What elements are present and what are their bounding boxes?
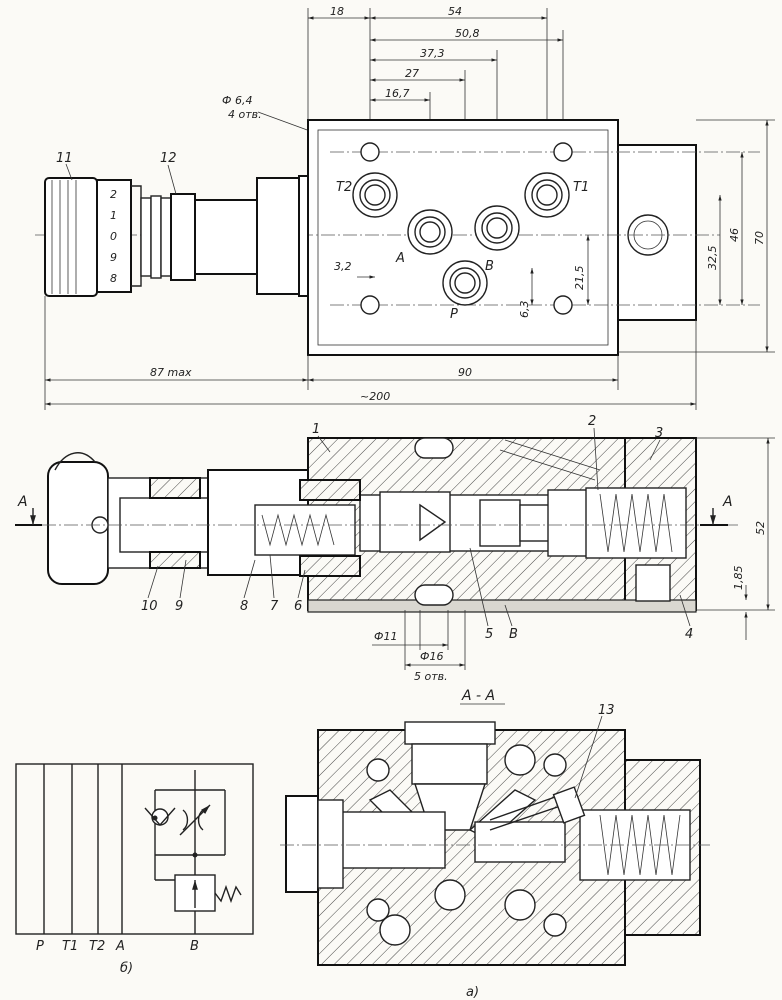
dim-37-3: 37,3: [420, 47, 445, 60]
dim-3-2: 3,2: [334, 260, 352, 273]
adjusting-knob-top: [44, 175, 309, 297]
callout-7: 7: [270, 599, 279, 614]
callout-6: 6: [294, 599, 302, 614]
dim-87-max: 87 max: [150, 366, 192, 379]
dim-18: 18: [330, 5, 344, 18]
port-a: [407, 209, 453, 255]
knob-scale-9: 9: [110, 251, 117, 264]
top-view: 18 54 50,8 37,3 27 16,7 Ф 6,4 4 отв.: [35, 5, 775, 410]
callout-11: 11: [56, 151, 73, 166]
dim-52: 52: [754, 521, 767, 535]
hole-callout-count: 4 отв.: [228, 108, 262, 121]
port-p: [442, 260, 488, 306]
knob-scale-2: 2: [110, 188, 117, 201]
label-a: A: [395, 251, 405, 266]
section-mark-right: A: [722, 494, 733, 510]
callout-3: 3: [655, 426, 663, 441]
callout-10: 10: [141, 599, 158, 614]
spring-icon: [214, 884, 242, 904]
dim-16-7: 16,7: [385, 87, 410, 100]
dim-dia-11: Ф11: [374, 630, 397, 643]
knob-scale-8: 8: [110, 272, 117, 285]
callout-8: 8: [240, 599, 248, 614]
schematic-label-p: P: [36, 939, 44, 954]
schematic-label-b: B: [190, 939, 199, 954]
dim-50-8: 50,8: [455, 27, 480, 40]
knob-scale-1: 1: [110, 209, 117, 222]
throttle-icon: [182, 809, 204, 831]
dim-200: ~200: [360, 390, 390, 403]
dim-32-5: 32,5: [706, 246, 719, 271]
schematic-label-t1: T1: [62, 939, 78, 954]
label-t1: T1: [573, 180, 589, 195]
callout-12: 12: [160, 151, 177, 166]
schematic-frame: [15, 763, 254, 935]
callout-2: 2: [588, 414, 596, 429]
callout-1: 1: [312, 422, 320, 437]
port-t1: [524, 172, 570, 218]
schematic-label-t2: T2: [89, 939, 105, 954]
callout-5: 5: [485, 627, 493, 642]
port-b: [474, 205, 520, 251]
section-mark-left: A: [17, 494, 28, 510]
schematic-label-a: A: [115, 939, 125, 954]
callout-v: В: [509, 627, 518, 642]
dim-54: 54: [448, 5, 462, 18]
dim-46: 46: [728, 228, 741, 242]
callout-4: 4: [685, 627, 693, 642]
hole-callout-dia: Ф 6,4: [222, 94, 252, 107]
section-view: A A 52 1,85 Ф11 Ф16 5 отв. 1 2 3 4 5: [15, 414, 775, 683]
dim-70: 70: [753, 231, 766, 245]
label-t2: T2: [336, 180, 352, 195]
dim-5-holes: 5 отв.: [414, 670, 448, 683]
label-b: B: [485, 259, 494, 274]
dim-dia-16: Ф16: [420, 650, 443, 663]
sublabel-b: б): [120, 961, 133, 976]
port-t2: [352, 172, 398, 218]
label-p: P: [450, 307, 458, 322]
sublabel-a: а): [466, 985, 479, 1000]
callout-13: 13: [598, 703, 615, 718]
dim-21-5: 21,5: [573, 266, 586, 291]
aa-view: А - А 13 а): [280, 688, 710, 1000]
aa-title: А - А: [461, 688, 495, 704]
callout-9: 9: [175, 599, 183, 614]
knob-scale-0: 0: [110, 230, 117, 243]
hydraulic-schematic: P T1 T2 A B б): [15, 763, 254, 976]
dim-6-3: 6,3: [518, 301, 531, 319]
dim-90: 90: [458, 366, 472, 379]
dim-1-85: 1,85: [732, 566, 745, 591]
dim-27: 27: [405, 67, 419, 80]
